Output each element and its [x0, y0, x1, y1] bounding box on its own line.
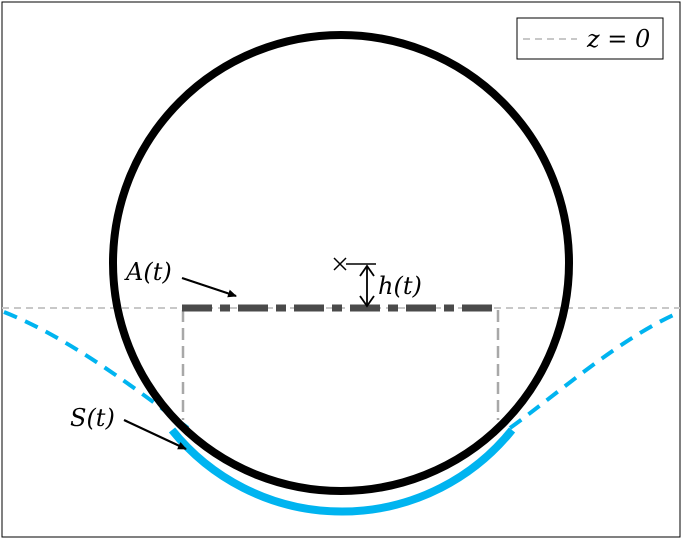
surface-label: S(t): [70, 404, 115, 432]
surface-arrow: [123, 419, 187, 450]
cross-marker-icon: [333, 257, 347, 271]
contact-area-label: A(t): [124, 258, 172, 286]
center-height-label: h(t): [378, 272, 422, 300]
legend-label: z = 0: [586, 25, 650, 53]
surface-curve-solid: [168, 427, 516, 516]
double-arrow-icon: [359, 264, 375, 308]
sphere-outline: [109, 31, 573, 495]
contact-area-arrow: [181, 276, 237, 298]
legend: z = 0: [516, 17, 664, 60]
